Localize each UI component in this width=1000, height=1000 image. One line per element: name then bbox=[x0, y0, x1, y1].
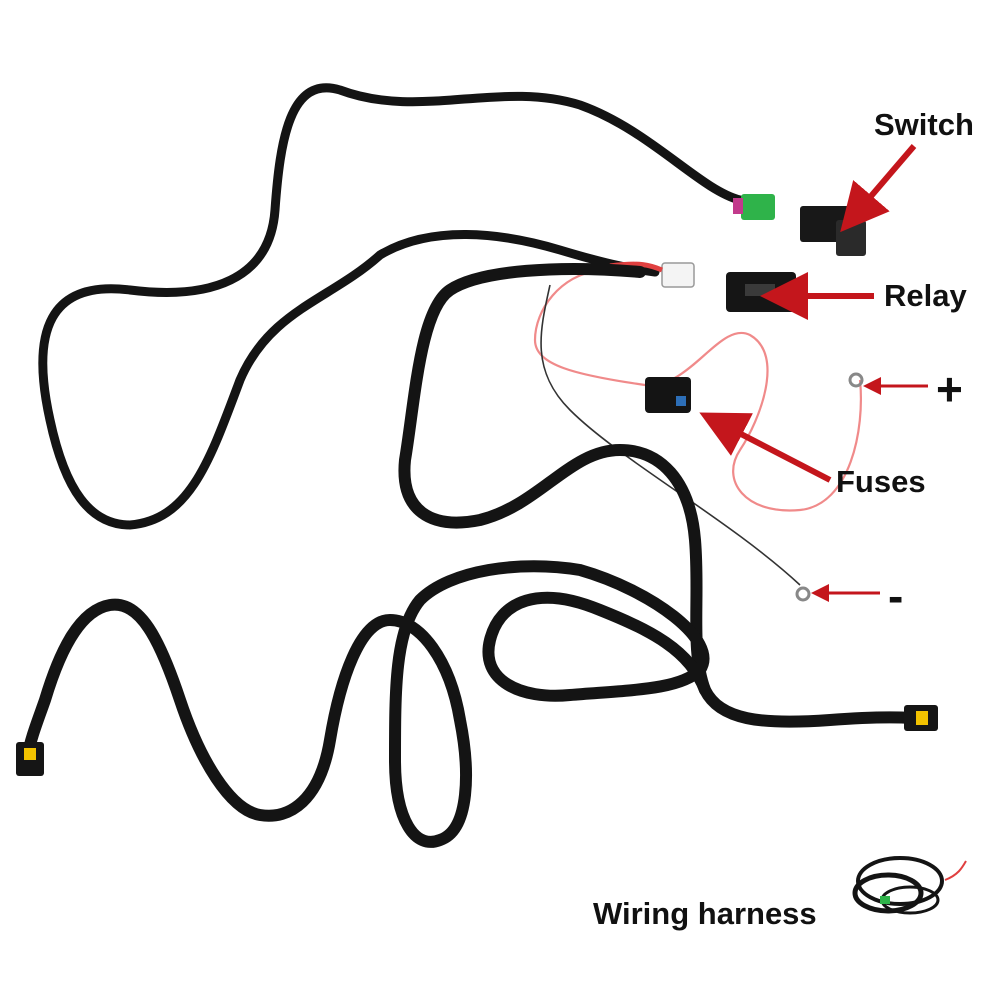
switch-connector-pins bbox=[733, 198, 743, 214]
positive-wire bbox=[533, 268, 862, 512]
ground-wire bbox=[540, 284, 801, 586]
relay-plug bbox=[661, 262, 695, 288]
lower-harness-loop bbox=[22, 560, 711, 848]
fuse-holder-icon bbox=[645, 377, 691, 413]
main-harness-loom bbox=[398, 263, 918, 728]
switch-connector bbox=[741, 194, 775, 220]
negative-ring-terminal-icon bbox=[795, 586, 811, 602]
switch-arrow bbox=[840, 144, 917, 233]
fuses-label: Fuses bbox=[836, 464, 926, 499]
positive-label: + bbox=[936, 363, 963, 415]
left-plug-connector-icon bbox=[16, 742, 44, 776]
relay-icon bbox=[726, 272, 796, 312]
negative-label: - bbox=[888, 570, 904, 622]
switch-label: Switch bbox=[874, 107, 974, 142]
coiled-harness-icon bbox=[852, 856, 967, 915]
relay-label: Relay bbox=[884, 278, 967, 313]
fuses-arrow bbox=[699, 412, 832, 483]
switch-cable bbox=[38, 83, 745, 530]
wiring-harness-label: Wiring harness bbox=[593, 896, 817, 931]
right-plug-connector-icon bbox=[904, 705, 938, 731]
positive-ring-terminal-icon bbox=[848, 372, 864, 388]
